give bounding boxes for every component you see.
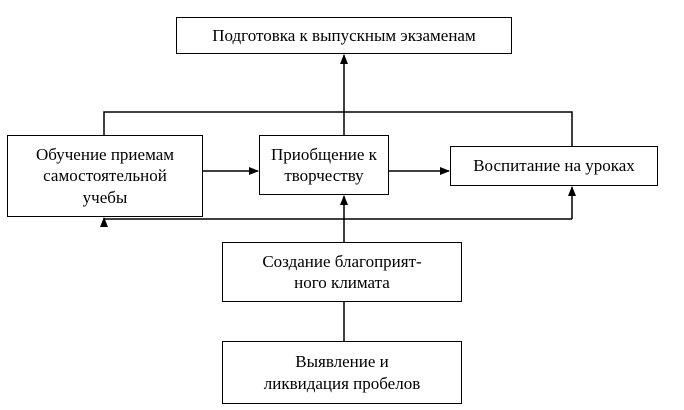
- node-exams: Подготовка к выпускным экзаменам: [176, 17, 512, 54]
- node-gaps: Выявление и ликвидация пробелов: [222, 341, 462, 404]
- edge-upbringing-to-exams-connector: [344, 111, 573, 146]
- node-upbringing: Воспитание на уроках: [450, 146, 658, 186]
- node-self-study: Обучение приемам самостоятельной учебы: [7, 135, 203, 217]
- node-creativity: Приобщение к творчеству: [259, 135, 389, 195]
- edge-selfstudy-to-exams-connector: [103, 111, 344, 135]
- node-climate: Создание благоприят- ного климата: [222, 242, 462, 302]
